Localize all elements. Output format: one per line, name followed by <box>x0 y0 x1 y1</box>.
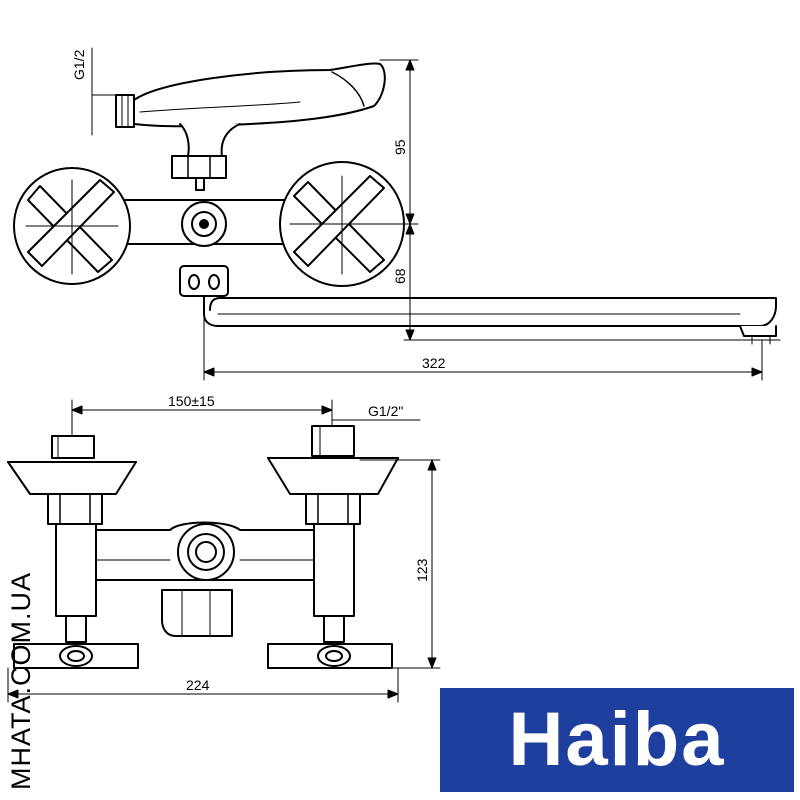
front-view <box>7 399 441 703</box>
spout-length-dimension <box>203 295 763 381</box>
lever-handle <box>133 62 386 128</box>
top-height-upper-label: 95 <box>392 139 408 155</box>
spout <box>203 295 777 327</box>
center-distance-label: 150±15 <box>168 393 215 409</box>
front-body <box>95 521 315 637</box>
front-width-dimension <box>7 667 399 703</box>
front-width-label: 224 <box>186 677 210 693</box>
haiba-logo: Haiba <box>440 688 794 792</box>
logo-text: Haiba <box>508 697 726 782</box>
front-right-valve <box>267 425 399 669</box>
center-distance-dimension <box>71 399 421 441</box>
front-left-valve <box>7 435 139 669</box>
left-cross-handle <box>13 167 131 285</box>
top-lower-nut <box>179 265 229 297</box>
top-height-dimension <box>289 59 781 341</box>
top-view <box>13 47 781 381</box>
watermark-text: MHATA.COM.UA <box>6 572 36 790</box>
top-height-lower-label: 68 <box>392 268 408 284</box>
front-height-label: 123 <box>414 558 430 582</box>
top-hex-nut <box>171 155 227 179</box>
front-thread-label: G1/2" <box>368 403 403 419</box>
top-thread-label: G1/2 <box>71 49 87 80</box>
spout-length-label: 322 <box>422 355 446 371</box>
top-inlet-thread <box>91 47 135 136</box>
front-height-dimension <box>359 459 441 669</box>
